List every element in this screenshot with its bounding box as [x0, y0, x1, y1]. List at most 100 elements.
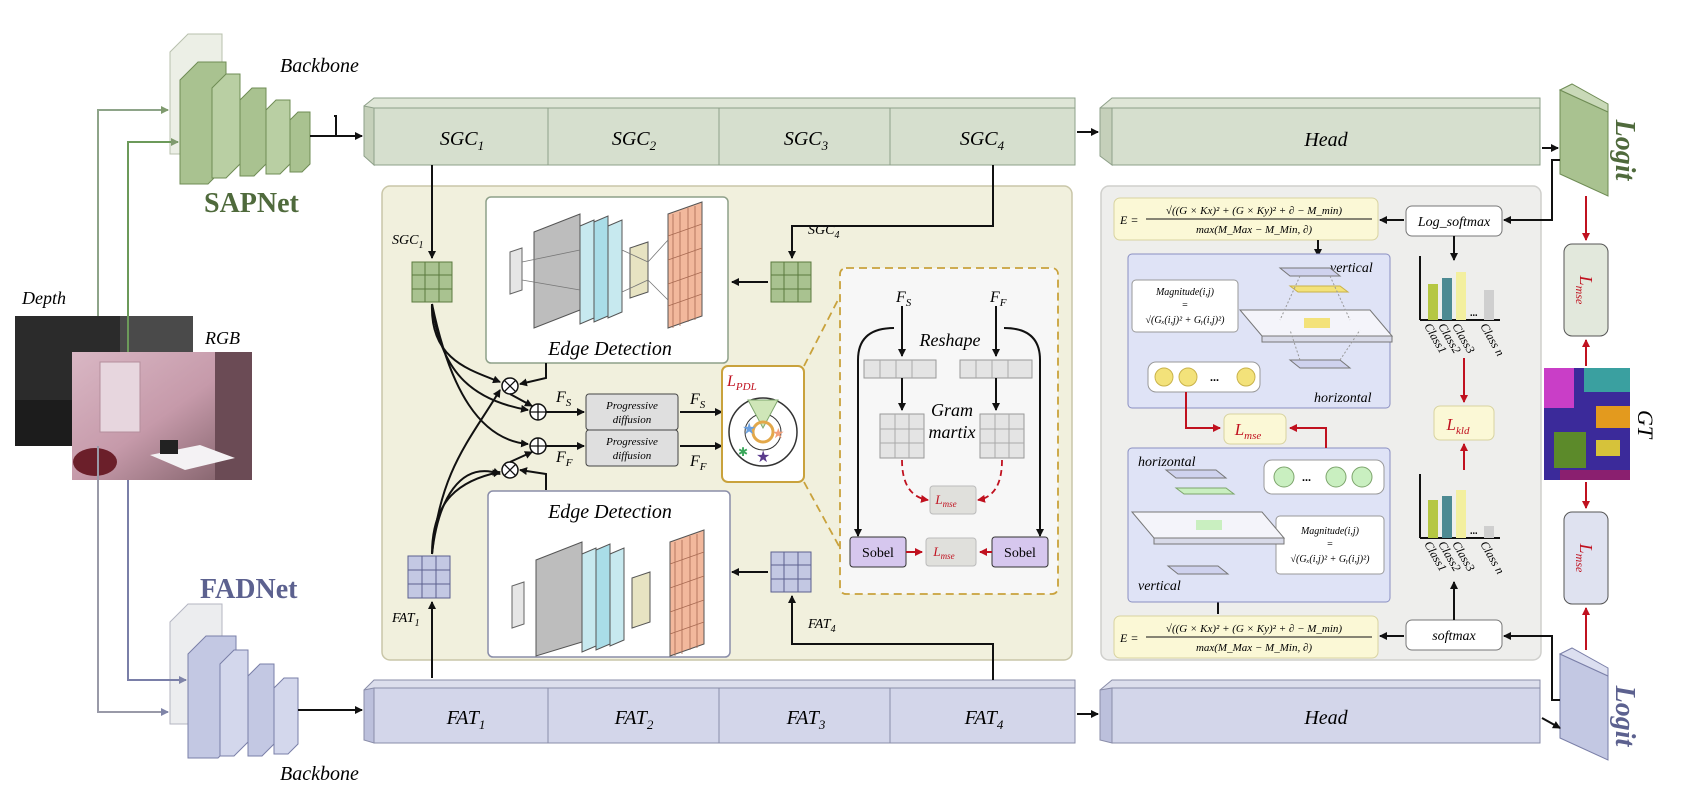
formula-top-num: √((G × Kx)² + (G × Ky)² + ∂ − M_min)	[1166, 205, 1342, 217]
gram-matrix-line1: Gram	[931, 400, 973, 420]
svg-text:...: ...	[1470, 308, 1478, 319]
detail-ff-label: FF	[989, 289, 1007, 309]
sapnet-head-label: Head	[1303, 129, 1348, 151]
circles-row-bottom	[1263, 459, 1385, 495]
magnitude-top	[1131, 279, 1239, 333]
sapnet-label: SAPNet	[204, 188, 300, 219]
lkld-box	[1433, 405, 1495, 441]
detail-lmse-top	[929, 485, 977, 515]
sapnet-logit-block	[1558, 83, 1609, 197]
formula-bottom-num: √((G × Kx)² + (G × Ky)² + ∂ − M_min)	[1166, 623, 1342, 635]
fat4-feature-grid	[770, 551, 812, 593]
magnitude-bottom	[1275, 515, 1385, 575]
loss-pdl-label: LPDL	[726, 373, 757, 393]
ff-label-right: FF	[689, 453, 707, 473]
svg-text:...: ...	[1210, 370, 1219, 384]
fadnet-backbone	[169, 603, 299, 759]
edge-detection-top-label: Edge Detection	[547, 338, 672, 360]
vertical-label-top: vertical	[1330, 261, 1373, 276]
sobel-right-label: Sobel	[1004, 546, 1036, 561]
lmse-right-top	[1563, 243, 1609, 337]
circles-row-top	[1147, 361, 1261, 393]
fat-stage-bar	[363, 679, 1076, 744]
svg-text:Magnitude(i,j): Magnitude(i,j)	[1155, 287, 1215, 298]
fat-stage-4: FAT4	[964, 707, 1004, 732]
input-arrows	[97, 106, 187, 716]
horizontal-label-top: horizontal	[1314, 391, 1372, 406]
fs-label-left: FS	[555, 389, 572, 409]
fadnet-head	[1099, 679, 1541, 744]
rgb-label: RGB	[204, 328, 240, 348]
formula-top-den: max(M_Max − M_Min, ∂)	[1196, 224, 1312, 236]
fat1-feature-grid	[407, 555, 451, 599]
sapnet-backbone-label: Backbone	[280, 55, 359, 77]
fadnet-logit-block	[1558, 647, 1609, 761]
detail-lmse-bottom	[925, 537, 977, 567]
formula-bottom-e: E =	[1119, 631, 1138, 645]
sapnet-logit-label: Logit	[1609, 119, 1640, 182]
fat-stage-1: FAT1	[446, 707, 486, 732]
lkld-label: Lkld	[1446, 415, 1470, 437]
reshape-label: Reshape	[919, 330, 981, 350]
lmse-right-top-label: Lmse	[1573, 275, 1596, 305]
svg-text:...: ...	[1302, 470, 1311, 484]
progressive-diffusion-top-line1: Progressive	[605, 400, 658, 412]
pdl-detail-box	[839, 267, 1059, 595]
fadnet-label: FADNet	[200, 574, 298, 605]
progressive-diffusion-bottom-line2: diffusion	[613, 450, 652, 462]
lmse-right-bottom	[1563, 511, 1609, 605]
svg-text:★: ★	[772, 427, 785, 442]
prob-chart-top: ...	[1419, 256, 1500, 321]
sobel-left-label: Sobel	[862, 546, 894, 561]
sgc4-feature-grid	[770, 261, 812, 303]
sobel-plane-top	[1238, 267, 1394, 369]
vertical-label-bottom: vertical	[1138, 579, 1181, 594]
sgc-stage-bar	[363, 97, 1076, 167]
progressive-diffusion-bottom	[585, 429, 679, 467]
sgc-stage-2: SGC2	[612, 128, 657, 153]
fadnet-logit-label: Logit	[1609, 685, 1640, 748]
horizontal-label-bottom: horizontal	[1138, 455, 1196, 470]
detail-arrows	[854, 306, 1044, 537]
loss-pdl-box: ★ ★ ★ ✱	[721, 365, 805, 483]
svg-text:✱: ✱	[738, 445, 748, 459]
sapnet-backbone	[169, 33, 311, 185]
fat4-label: FAT4	[807, 617, 836, 635]
gt-image	[1544, 368, 1630, 480]
svg-text:★: ★	[756, 449, 770, 466]
sgc1-feature-grid	[411, 261, 453, 303]
fat1-label: FAT1	[391, 611, 420, 629]
sapnet-head	[1099, 97, 1541, 166]
lmse-right-bottom-label: Lmse	[1573, 543, 1596, 573]
sgc-stage-1: SGC1	[440, 128, 484, 153]
svg-text:=: =	[1327, 539, 1333, 550]
depth-label: Depth	[21, 288, 66, 308]
progressive-diffusion-top-line2: diffusion	[613, 414, 652, 426]
sgc1-label: SGC1	[392, 233, 423, 251]
svg-text:√(Gₓ(i,j)² + Gᵧ(i,j)²): √(Gₓ(i,j)² + Gᵧ(i,j)²)	[1291, 554, 1371, 565]
fusion-curves	[430, 303, 723, 555]
edge-detection-bottom-label: Edge Detection	[547, 501, 672, 523]
gram-matrix-line2: martix	[929, 422, 976, 442]
svg-text:Lmse: Lmse	[934, 492, 956, 509]
fadnet-head-label: Head	[1303, 707, 1348, 729]
softmax-label: softmax	[1432, 629, 1476, 644]
sobel-plane-bottom	[1130, 469, 1286, 575]
formula-bottom-den: max(M_Max − M_Min, ∂)	[1196, 642, 1312, 654]
rgb-image	[72, 352, 252, 480]
progressive-diffusion-bottom-line1: Progressive	[605, 436, 658, 448]
kd-lmse-label: Lmse	[1234, 420, 1262, 442]
svg-text:Lmse: Lmse	[932, 544, 954, 561]
svg-text:=: =	[1182, 300, 1188, 311]
svg-text:√(Gₓ(i,j)² + Gᵧ(i,j)²): √(Gₓ(i,j)² + Gᵧ(i,j)²)	[1146, 315, 1226, 326]
stage-grid-connectors	[428, 165, 994, 680]
svg-text:★: ★	[742, 421, 756, 438]
edge-detection-top	[485, 196, 729, 364]
fat-stage-3: FAT3	[786, 707, 826, 732]
svg-text:Magnitude(i,j): Magnitude(i,j)	[1300, 526, 1360, 537]
prob-chart-bottom: ...	[1419, 474, 1500, 539]
formula-top-e: E =	[1119, 213, 1138, 227]
reshape-blocks	[863, 359, 1033, 459]
gt-label: GT	[1633, 410, 1658, 440]
detail-dashed-red	[901, 459, 1003, 503]
